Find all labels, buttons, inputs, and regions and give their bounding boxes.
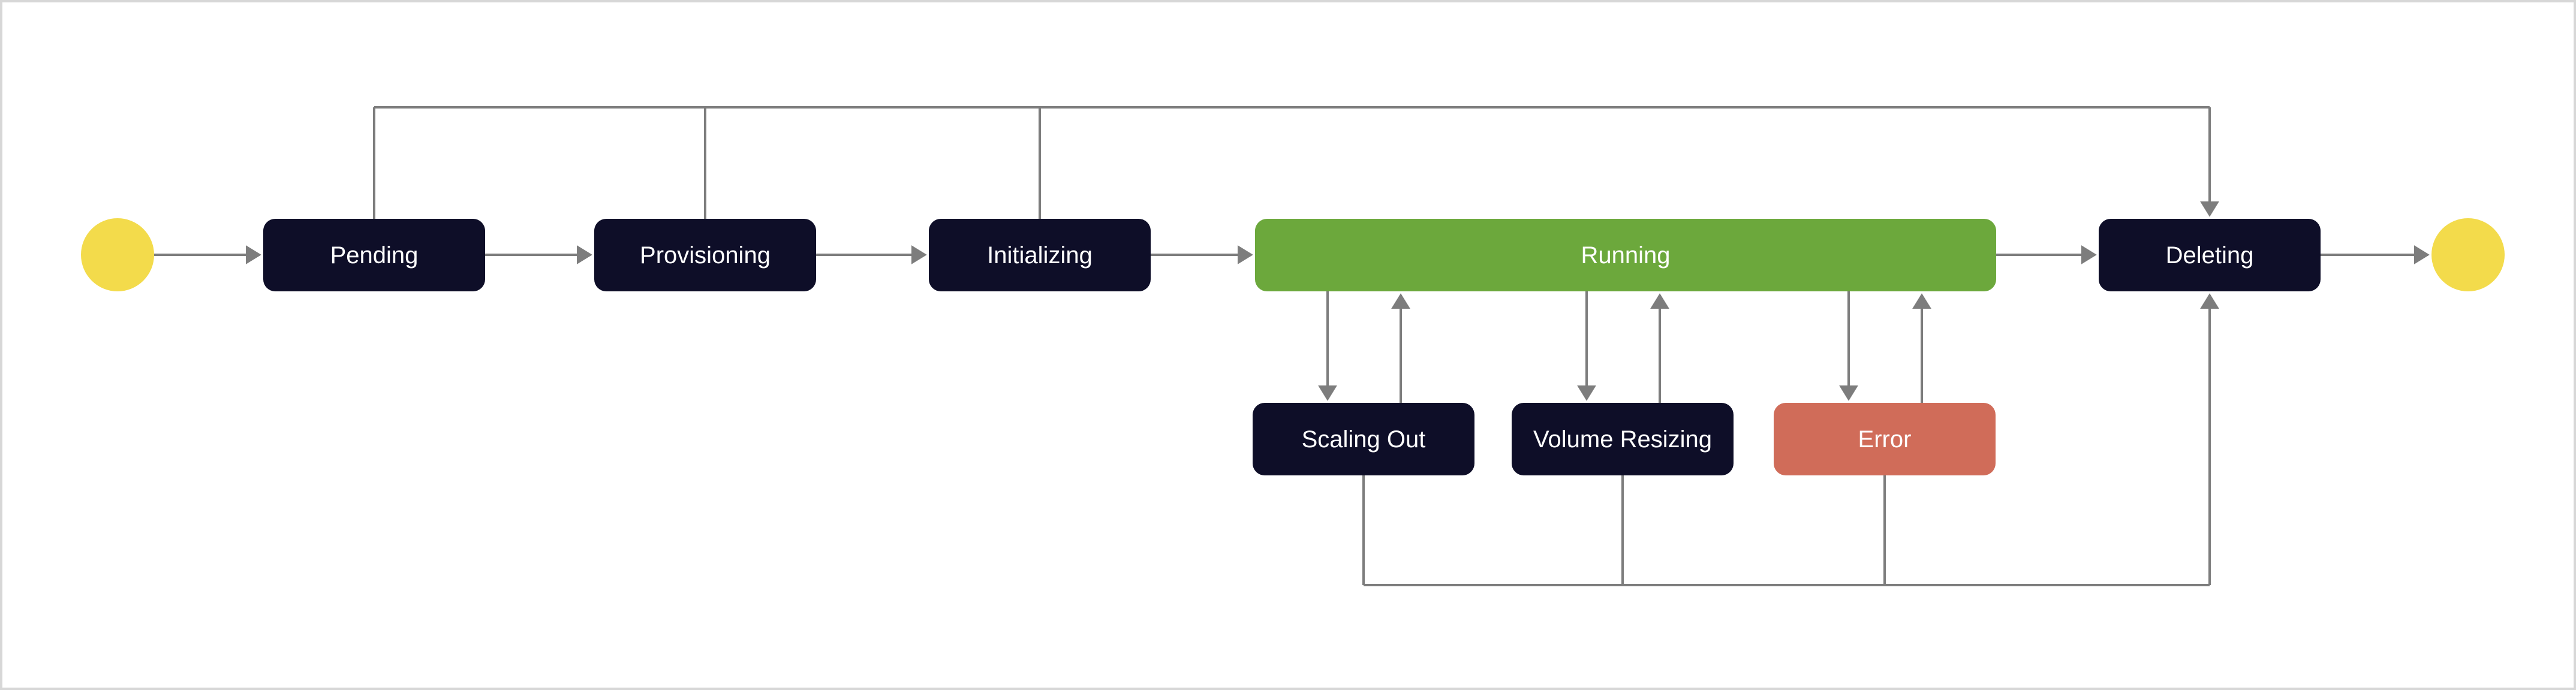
state-node-initializing: Initializing: [929, 219, 1151, 291]
state-label: Pending: [330, 242, 419, 269]
state-label: Provisioning: [640, 242, 771, 269]
state-label: Scaling Out: [1301, 426, 1426, 453]
start-node-circle: [81, 218, 154, 291]
state-node-provisioning: Provisioning: [594, 219, 816, 291]
state-node-volume-resizing: Volume Resizing: [1512, 403, 1734, 475]
state-node-pending: Pending: [263, 219, 485, 291]
state-node-deleting: Deleting: [2099, 219, 2321, 291]
end-node-circle: [2431, 218, 2505, 291]
state-label: Volume Resizing: [1533, 426, 1712, 453]
state-node-running: Running: [1255, 219, 1996, 291]
state-node-error: Error: [1774, 403, 1996, 475]
state-label: Initializing: [987, 242, 1093, 269]
state-label: Running: [1581, 242, 1671, 269]
state-label: Deleting: [2165, 242, 2254, 269]
state-node-scaling-out: Scaling Out: [1253, 403, 1474, 475]
state-label: Error: [1858, 426, 1912, 453]
